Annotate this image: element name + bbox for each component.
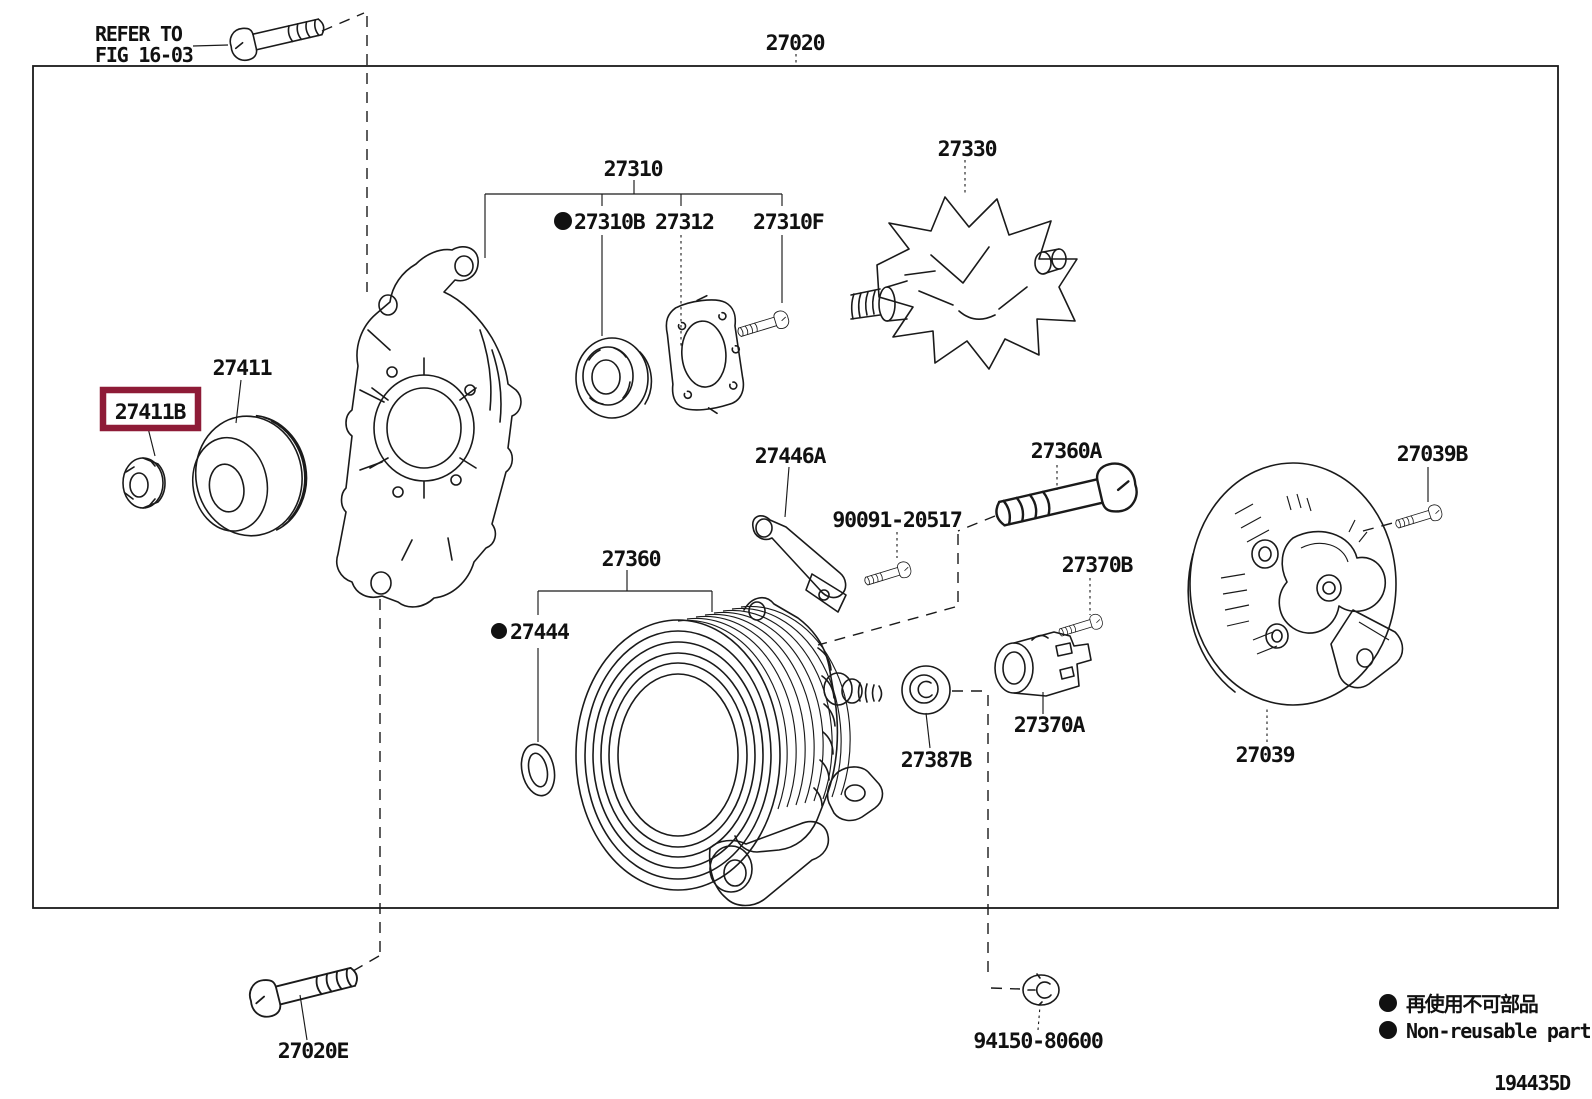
non-reusable-bullet-27444 <box>491 623 507 639</box>
label-27310b[interactable]: 27310B <box>574 210 647 235</box>
nut-94150-drawing <box>1022 973 1060 1006</box>
through-bolt-27360a-drawing <box>990 458 1142 540</box>
bolt-27039b-drawing <box>1393 502 1445 533</box>
highlight-box <box>99 386 202 432</box>
label-27039[interactable]: 27039 <box>1236 743 1296 768</box>
screw-90091-drawing <box>862 559 914 590</box>
refer-note-line2: FIG 16-03 <box>95 43 193 67</box>
alignment-dashed-lines <box>321 12 1401 990</box>
pulley-nut-drawing <box>122 457 166 509</box>
label-27360a[interactable]: 27360A <box>1031 439 1104 464</box>
end-cover-drawing <box>1187 462 1404 706</box>
bearing-retainer-drawing <box>665 294 745 415</box>
label-27411[interactable]: 27411 <box>213 356 273 381</box>
leader-lines <box>147 44 1429 1041</box>
bearing-drawing <box>575 337 653 419</box>
mount-bolt-27020e-drawing <box>245 956 363 1022</box>
screw-27310f-drawing <box>735 308 792 342</box>
label-27020e[interactable]: 27020E <box>278 1039 350 1064</box>
label-27370a[interactable]: 27370A <box>1014 713 1087 738</box>
grommet-drawing <box>901 665 951 715</box>
pulley-drawing <box>191 414 308 537</box>
terminal-plate-drawing <box>752 515 847 613</box>
brush-holder-drawing <box>994 631 1092 697</box>
label-94150-80600[interactable]: 94150-80600 <box>973 1029 1104 1054</box>
label-27411b[interactable]: 27411B <box>115 400 188 425</box>
figure-code: 194435D <box>1494 1071 1571 1095</box>
legend-text-en: Non-reusable part <box>1406 1019 1590 1043</box>
label-27370b[interactable]: 27370B <box>1062 553 1135 578</box>
label-27039b[interactable]: 27039B <box>1397 442 1470 467</box>
label-27444[interactable]: 27444 <box>510 620 570 645</box>
screw-27370b-drawing <box>1056 612 1105 641</box>
label-27310f[interactable]: 27310F <box>753 210 825 235</box>
label-27312[interactable]: 27312 <box>655 210 715 235</box>
stator-drawing <box>575 597 884 907</box>
label-27360[interactable]: 27360 <box>602 547 662 572</box>
selected-part-callout[interactable]: 27411B <box>99 386 202 432</box>
label-27446a[interactable]: 27446A <box>755 444 828 469</box>
legend-text-jp: 再使用不可部品 <box>1406 992 1538 1016</box>
diagram-border <box>32 65 1559 909</box>
refer-note-line1: REFER TO <box>95 22 183 46</box>
non-reusable-bullet-27310b <box>554 212 572 230</box>
label-90091-20517[interactable]: 90091-20517 <box>832 508 963 533</box>
washer-drawing <box>520 743 556 797</box>
label-27330[interactable]: 27330 <box>938 137 998 162</box>
rotor-drawing <box>850 196 1078 370</box>
legend-bullet-jp <box>1379 994 1397 1012</box>
label-27310[interactable]: 27310 <box>604 157 664 182</box>
legend-bullet-en <box>1379 1021 1397 1039</box>
refer-note: REFER TO FIG 16-03 <box>95 22 194 67</box>
label-27020[interactable]: 27020 <box>766 31 826 56</box>
label-27387b[interactable]: 27387B <box>901 748 974 773</box>
drive-end-frame-drawing <box>336 246 522 608</box>
legend: 再使用不可部品 Non-reusable part <box>1379 992 1592 1043</box>
refer-bolt-drawing <box>226 9 328 64</box>
